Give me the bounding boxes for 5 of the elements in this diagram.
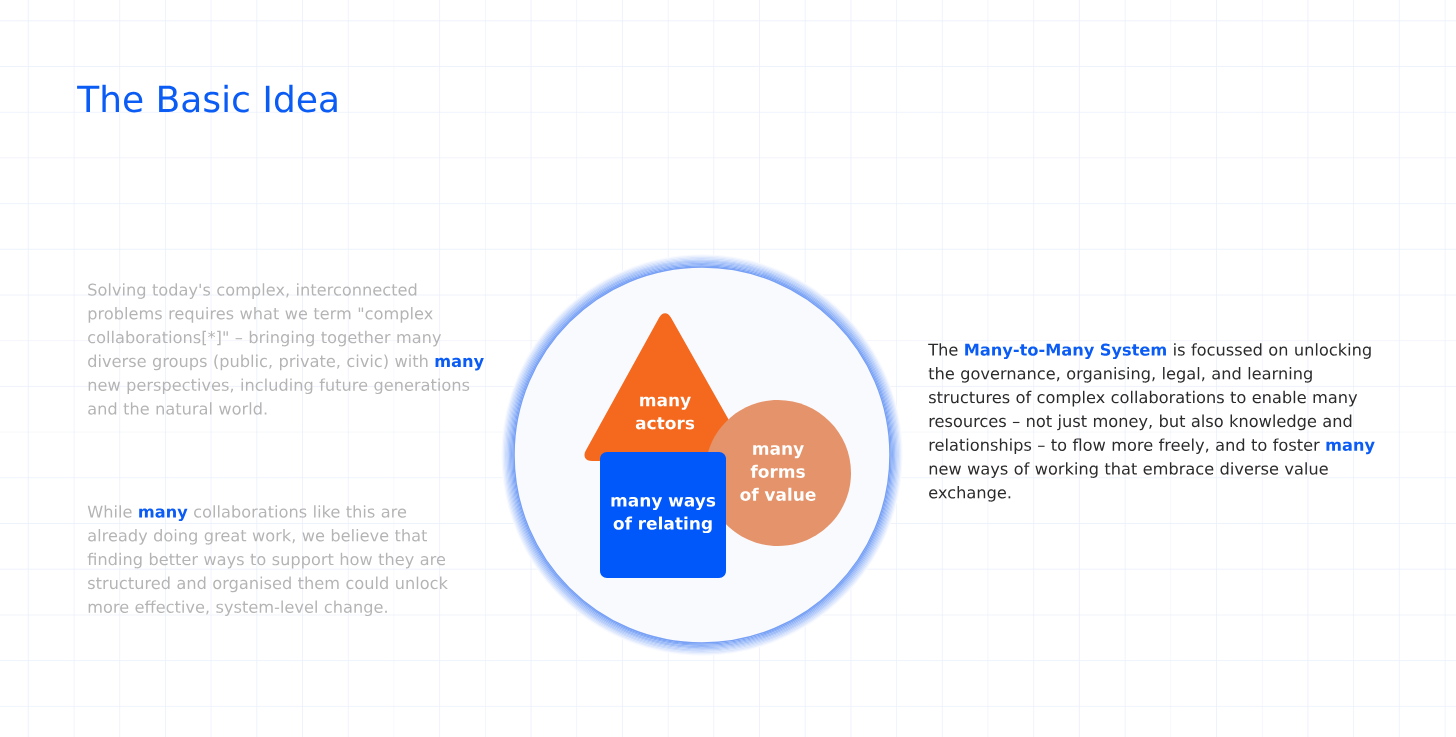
paragraph: While many collaborations like this are already doing great work, we believe that finding better ways to support how they are structured and organised them could unlock more effective, system-level change. <box>87 505 448 617</box>
paragraph: Solving today's complex, interconnected problems requires what we term "complex collaborations[*]" – bringing together many diverse groups (public, private, civic) with many new perspectives, including future generations and the natural world. <box>88 283 484 415</box>
paragraph: The Many-to-Many System is focussed on unlocking the governance, organising, legal, and learning structures of complex collaborations to enable many resources – not just money, but also knowledge and relationships – to flow more freely, and to foster many new ways of working that embrace diverse value exchange. <box>928 343 1375 502</box>
title: The Basic Idea <box>77 84 337 113</box>
square: many ways of relating <box>600 452 726 578</box>
